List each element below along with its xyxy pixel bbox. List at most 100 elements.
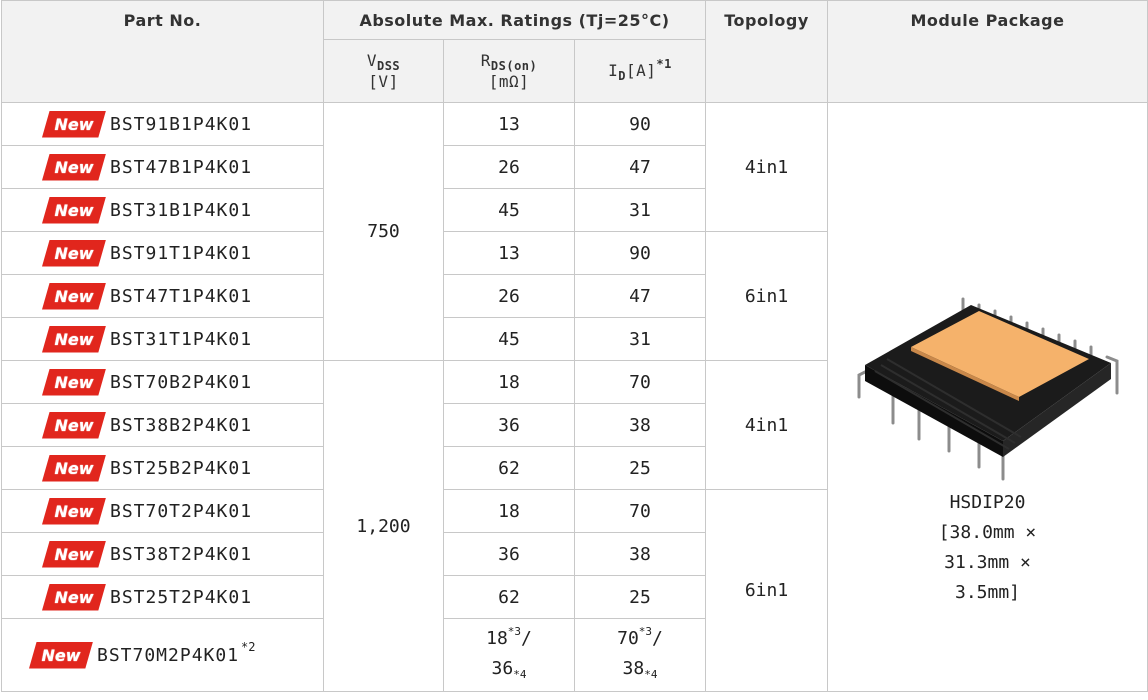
id-cell: 25	[574, 446, 706, 490]
vdss-cell: 750	[323, 102, 444, 361]
part-number: BST25B2P4K01	[110, 457, 253, 479]
part-number: BST31B1P4K01	[110, 199, 253, 221]
topology-cell: 4in1	[705, 360, 828, 490]
new-badge: New	[29, 641, 93, 669]
header-rds-on: RDS(on) [mΩ]	[443, 39, 575, 103]
rds-cell: 36	[443, 403, 575, 447]
rds-symbol: R	[480, 51, 491, 70]
id-cell: 31	[574, 188, 706, 232]
id-stacked-values: 70*3/ 38*4	[575, 625, 705, 685]
vdss-subscript: DSS	[376, 59, 401, 73]
id-cell: 90	[574, 231, 706, 275]
part-number: BST91T1P4K01	[110, 242, 253, 264]
header-module-package: Module Package	[827, 0, 1148, 103]
part-number: BST91B1P4K01	[110, 113, 253, 135]
vdss-cell: 1,200	[323, 360, 444, 692]
rds-value-b: 36	[491, 658, 514, 679]
rds-subscript: DS(on)	[490, 59, 538, 73]
new-badge: New	[42, 583, 106, 611]
footnote-4: *4	[513, 668, 527, 681]
id-cell: 25	[574, 575, 706, 619]
part-number: BST70M2P4K01	[97, 644, 240, 666]
package-dims-line-2: 31.3mm ×	[944, 552, 1031, 573]
package-dims-line-3: 3.5mm]	[954, 582, 1021, 603]
new-badge: New	[42, 540, 106, 568]
rds-cell: 45	[443, 188, 575, 232]
part-number: BST70B2P4K01	[110, 371, 253, 393]
id-cell: 31	[574, 317, 706, 361]
rds-cell: 18	[443, 489, 575, 533]
vdss-symbol: V	[366, 51, 377, 70]
id-subscript: D	[618, 68, 626, 83]
new-badge: New	[42, 497, 106, 525]
module-package-cell: HSDIP20 [38.0mm × 31.3mm × 3.5mm]	[827, 102, 1148, 692]
part-number: BST47B1P4K01	[110, 156, 253, 178]
part-number: BST31T1P4K01	[110, 328, 253, 350]
new-badge: New	[42, 325, 106, 353]
id-cell: 70*3/ 38*4	[574, 618, 706, 692]
id-cell: 38	[574, 532, 706, 576]
topology-cell: 6in1	[705, 231, 828, 361]
rds-cell: 26	[443, 274, 575, 318]
id-cell: 47	[574, 274, 706, 318]
rds-stacked-values: 18*3/ 36*4	[444, 625, 574, 685]
header-abs-max-ratings: Absolute Max. Ratings (Tj=25°C)	[323, 0, 706, 40]
topology-cell: 4in1	[705, 102, 828, 232]
part-footnote: *2	[241, 640, 256, 654]
hsdip20-module-image	[857, 297, 1118, 481]
rds-value-a: 18	[486, 628, 508, 649]
new-badge: New	[42, 368, 106, 396]
rds-cell: 26	[443, 145, 575, 189]
footnote-4: *4	[644, 668, 658, 681]
new-badge: New	[42, 110, 106, 138]
value-separator: /	[521, 628, 532, 649]
new-badge: New	[42, 411, 106, 439]
part-number: BST38T2P4K01	[110, 543, 253, 565]
id-symbol: I	[608, 60, 619, 80]
rds-unit: [mΩ]	[488, 72, 530, 91]
new-badge: New	[42, 282, 106, 310]
new-badge: New	[42, 153, 106, 181]
id-unit: [A]	[626, 60, 657, 80]
rds-cell: 36	[443, 532, 575, 576]
id-cell: 70	[574, 489, 706, 533]
new-badge: New	[42, 454, 106, 482]
header-id: ID[A]*1	[574, 39, 706, 103]
rds-cell: 45	[443, 317, 575, 361]
rds-cell: 18*3/ 36*4	[443, 618, 575, 692]
value-separator: /	[652, 628, 663, 649]
topology-cell: 6in1	[705, 489, 828, 692]
id-cell: 47	[574, 145, 706, 189]
part-number: BST70T2P4K01	[110, 500, 253, 522]
header-topology: Topology	[705, 0, 828, 103]
part-number: BST47T1P4K01	[110, 285, 253, 307]
id-value-b: 38	[622, 658, 645, 679]
id-value-a: 70	[617, 628, 639, 649]
rds-cell: 18	[443, 360, 575, 404]
rds-cell: 13	[443, 102, 575, 146]
footnote-3: *3	[638, 625, 653, 638]
id-cell: 38	[574, 403, 706, 447]
rds-cell: 62	[443, 446, 575, 490]
rds-cell: 62	[443, 575, 575, 619]
id-footnote: *1	[656, 56, 672, 71]
